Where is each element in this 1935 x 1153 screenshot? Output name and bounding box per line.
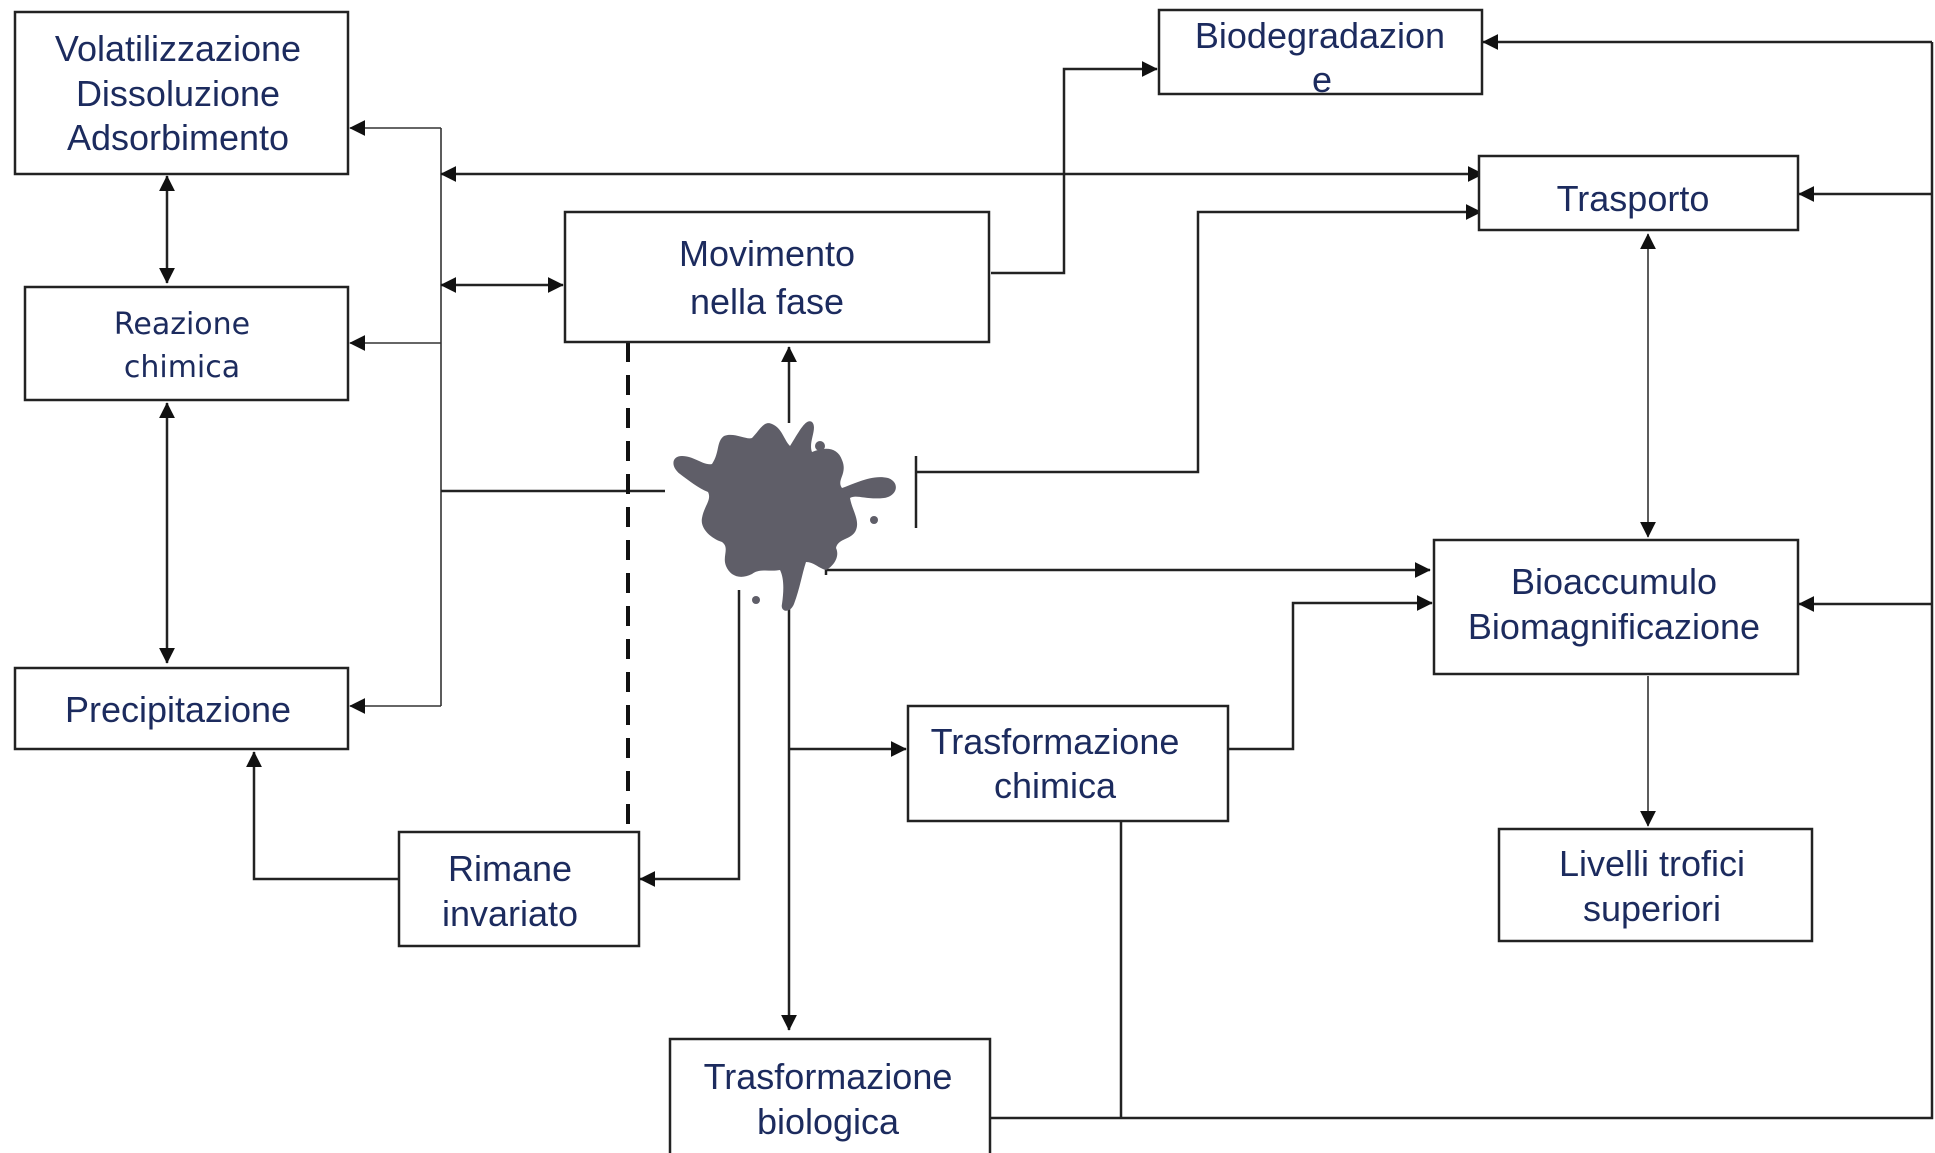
node-trasformazione-chimica: Trasformazione chimica [906,704,1230,823]
right-bus-line [991,42,1934,1120]
node-reazione-chimica: Reazione chimica [23,285,350,402]
node-trasformazione-biologica: Trasformazione biologica [668,1037,992,1153]
rimane-line1: Rimane [448,848,572,889]
node-trasporto: Trasporto [1477,154,1800,232]
node-movimento: Movimento nella fase [563,210,991,344]
volatilizzazione-line2: Dissoluzione [76,73,280,114]
node-precipitazione: Precipitazione [13,666,350,751]
volatilizzazione-line1: Volatilizzazione [55,28,301,69]
connectors [159,34,1934,1120]
bioaccumulo-line2: Biomagnificazione [1468,606,1760,647]
node-biodegradazione: Biodegradazion e [1157,8,1484,100]
trasf-chimica-line2: chimica [994,765,1117,806]
reazione-line2: chimica [124,350,240,385]
biodegradazione-line2: e [1312,59,1332,100]
volatilizzazione-line3: Adsorbimento [67,117,289,158]
node-rimane-invariato: Rimane invariato [397,830,641,948]
arrow-splat-trasporto [916,204,1482,474]
arrow-movimento-biodegradazione [991,61,1158,275]
trasf-chimica-line1: Trasformazione [931,721,1180,762]
pollutant-splat-icon [673,421,896,611]
arrow-to-rimane [639,590,741,887]
reazione-line1: Reazione [114,307,250,342]
precipitazione-line1: Precipitazione [65,689,291,730]
biodegradazione-line1: Biodegradazion [1195,15,1445,56]
node-volatilizzazione: Volatilizzazione Dissoluzione Adsorbimen… [13,10,350,176]
livelli-line1: Livelli trofici [1559,843,1745,884]
node-livelli-trofici: Livelli trofici superiori [1497,827,1814,943]
movimento-line2: nella fase [690,281,844,322]
bioaccumulo-line1: Bioaccumulo [1511,561,1717,602]
node-bioaccumulo: Bioaccumulo Biomagnificazione [1432,538,1800,676]
livelli-line2: superiori [1583,888,1721,929]
arrow-trasf-chimica-bioaccumulo [1229,595,1433,751]
movimento-line1: Movimento [679,233,855,274]
trasf-biologica-line2: biologica [757,1101,900,1142]
trasf-biologica-line1: Trasformazione [704,1056,953,1097]
arrow-rimane-precipitazione [246,751,398,881]
trasporto-line1: Trasporto [1557,178,1710,219]
rimane-line2: invariato [442,893,578,934]
